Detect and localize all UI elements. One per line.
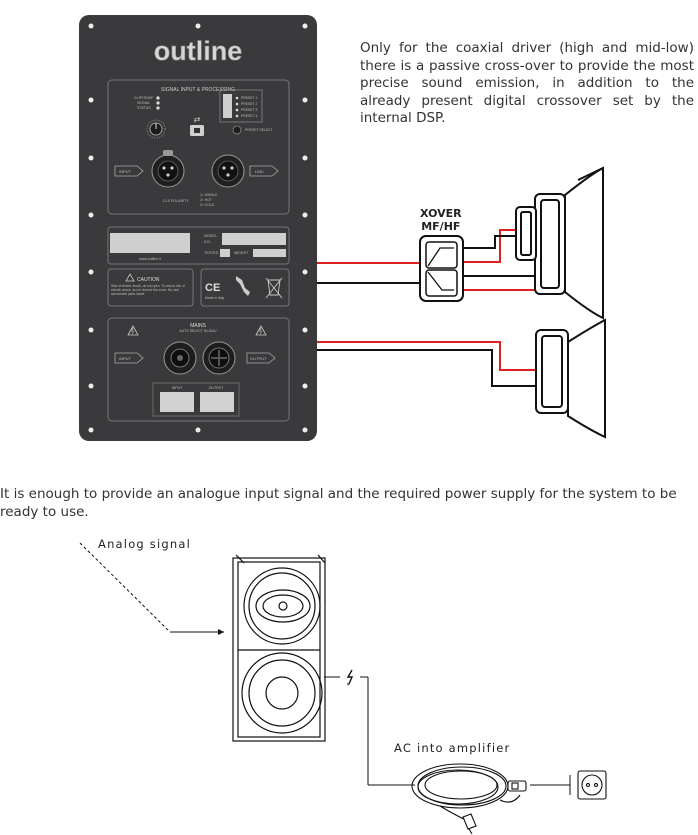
- link-label: LINK: [255, 169, 264, 174]
- link-arrow-icon: LINK: [249, 165, 279, 177]
- speaker-wires: [317, 229, 566, 387]
- preset-4: PRESET 4: [241, 114, 257, 118]
- signal-section-title: SIGNAL INPUT & PROCESSING: [161, 87, 235, 93]
- gain-knob[interactable]: [146, 119, 166, 139]
- xover-subtitle: MF/HF: [421, 220, 461, 233]
- polarity-label: CLS POLARITY: [163, 199, 189, 203]
- ac-label: AC into amplifier: [394, 741, 511, 755]
- xlr-input-connector[interactable]: [151, 150, 185, 188]
- analog-arrowhead: [218, 629, 224, 635]
- high-voltage-icon-left: [127, 325, 139, 336]
- led-label-2: SIGNAL: [137, 101, 150, 105]
- weee-bin-icon: [265, 277, 283, 299]
- mains-title: MAINS: [190, 323, 207, 329]
- ce-mark-icon: CE: [205, 282, 220, 294]
- usb-icon: ⇄: [194, 115, 201, 124]
- made-in-label: Made in Italy: [205, 296, 225, 300]
- led-label-1: CLIP/TEMP: [134, 96, 154, 100]
- analog-leader-dashed: [79, 542, 171, 633]
- top-description: Only for the coaxial driver (high and mi…: [360, 40, 694, 126]
- analog-signal-label: Analog signal: [98, 537, 192, 551]
- polarity-option-2: 2= HOT: [200, 198, 212, 202]
- warning-icon: [125, 273, 135, 282]
- input-label: INPUT: [119, 169, 132, 174]
- mains-output-arrow-icon: OUTPUT: [246, 352, 276, 364]
- polarity-option-3: 3= COLD: [200, 203, 215, 207]
- mains-output-arrow-label: OUTPUT: [250, 356, 267, 361]
- model-label: MODEL: [204, 234, 217, 238]
- xlr-link-connector[interactable]: [211, 154, 245, 188]
- polarity-option-1: 1= SINGLE: [200, 193, 218, 197]
- input-arrow-icon: INPUT: [114, 165, 144, 177]
- caution-title: CAUTION: [137, 277, 160, 283]
- italy-map-icon: [236, 276, 250, 296]
- schuko-plug: [462, 813, 477, 835]
- info-label-area: [110, 233, 190, 253]
- sn-label: S.N.: [204, 240, 211, 244]
- coaxial-speaker: [515, 166, 604, 320]
- mains-input-arrow-icon: INPUT: [114, 352, 144, 364]
- bottom-description: It is enough to provide an analogue inpu…: [0, 486, 677, 520]
- preset-select-label: PRESET SELECT: [245, 128, 273, 132]
- amplifier-panel: outline SIGNAL INPUT & PROCESSING CLIP/T…: [79, 15, 317, 441]
- xover-title: XOVER: [420, 207, 462, 220]
- powercon-input-connector[interactable]: [163, 341, 197, 375]
- brand-logo: outline: [154, 36, 243, 66]
- mains-subtitle: AUTO SELECT 90-264V: [179, 329, 217, 333]
- preset-select-button[interactable]: [232, 125, 242, 135]
- preset-2: PRESET 2: [241, 102, 257, 106]
- preset-1: PRESET 1: [241, 96, 257, 100]
- svg-text:⇄: ⇄: [194, 115, 201, 124]
- weight-label: WEIGHT: [234, 251, 249, 255]
- website-text: www.outline.it: [139, 257, 161, 261]
- led-label-3: STATUS: [137, 106, 151, 110]
- caution-text: Risk of electric shock, do not open. To …: [111, 284, 185, 296]
- mains-output-label: OUTPUT: [209, 386, 225, 390]
- powercon-output-connector[interactable]: [202, 341, 236, 375]
- lightning-icon: [346, 669, 354, 686]
- high-voltage-icon-right: [255, 325, 267, 336]
- powercon-plug: [507, 780, 527, 792]
- xover-box: [419, 235, 464, 302]
- preset-3: PRESET 3: [241, 108, 257, 112]
- woofer-speaker: [535, 318, 606, 439]
- speaker-cabinet: [232, 554, 326, 742]
- xover-label: XOVER MF/HF: [420, 207, 462, 233]
- mains-input-label: INPUT: [172, 386, 184, 390]
- tested-label: TESTED: [204, 251, 219, 255]
- ac-wiring: [324, 676, 571, 795]
- mains-input-arrow-label: INPUT: [119, 356, 132, 361]
- power-cable-coil: [411, 763, 521, 821]
- wall-socket-icon: [577, 770, 607, 800]
